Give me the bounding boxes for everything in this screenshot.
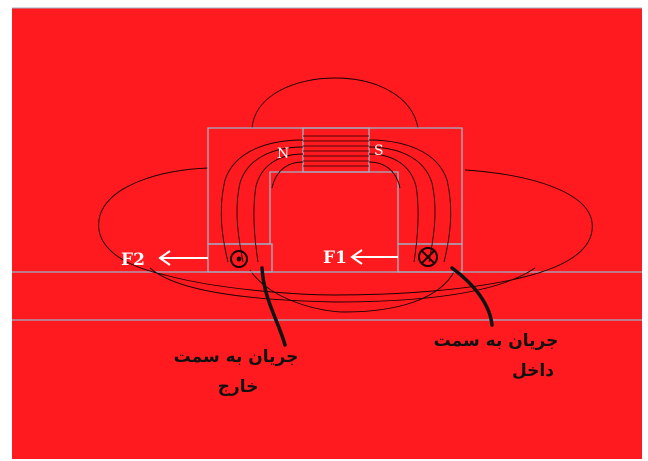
field-line-left-3 — [253, 153, 304, 263]
current-out-label-line1: جریان به سمت — [174, 347, 299, 367]
field-loop-inner-bottom — [249, 269, 456, 313]
force-label-f1: F1 — [323, 248, 347, 268]
pole-south-label: S — [374, 143, 384, 159]
current-in-symbol — [418, 247, 438, 267]
force-arrow-left — [158, 250, 208, 266]
current-out-label-line2: خارج — [218, 377, 259, 397]
leader-line-left — [260, 266, 287, 347]
field-line-right-4 — [368, 161, 401, 189]
field-line-left-1 — [220, 139, 304, 263]
field-line-right-1 — [368, 139, 452, 263]
leader-line-right — [450, 266, 494, 327]
field-line-right-2 — [368, 146, 436, 263]
field-contours-outer — [98, 77, 593, 313]
force-arrow-right — [350, 249, 398, 265]
force-label-f2: F2 — [121, 250, 145, 270]
field-line-right-3 — [368, 153, 419, 263]
field-line-left-4 — [271, 161, 304, 189]
core-field-stripes — [303, 135, 369, 167]
current-in-label-line2: داخل — [512, 361, 554, 381]
field-lines-arms — [220, 139, 452, 263]
current-in-label-line1: جریان به سمت — [434, 331, 559, 351]
pole-north-label: N — [277, 146, 289, 162]
field-line-left-2 — [236, 146, 304, 263]
current-out-symbol — [230, 250, 248, 268]
red-canvas — [12, 8, 642, 459]
field-loop-bottom — [149, 267, 536, 303]
field-loop-outer — [98, 167, 593, 296]
field-arc-top — [251, 77, 419, 129]
magnet-yoke-center — [302, 127, 370, 173]
